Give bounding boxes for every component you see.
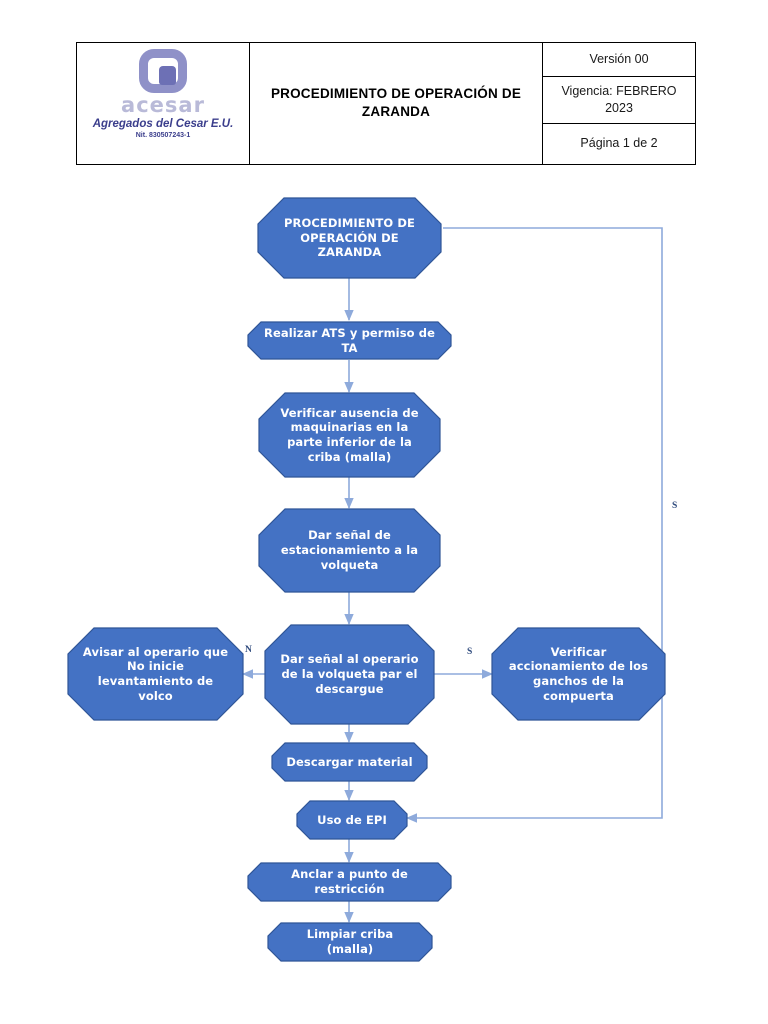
document-header-table: acesar Agregados del Cesar E.U. Nit. 830…	[76, 42, 696, 165]
logo-nit: Nit. 830507243-1	[135, 132, 191, 140]
edge-label-si-return: S	[672, 501, 678, 511]
logo-wordmark: acesar	[121, 93, 205, 118]
document-title-cell: PROCEDIMIENTO DE OPERACIÓN DE ZARANDA	[249, 42, 543, 165]
acesar-a-mark-icon	[135, 49, 191, 99]
edge-label-si-right: S	[467, 647, 473, 657]
node-verificar-ausencia-maquinarias[interactable]: Verificar ausencia de maquinarias en la …	[280, 405, 419, 464]
version-text: Versión 00	[589, 52, 649, 67]
node-dar-senal-estacionamiento-volqueta[interactable]: Dar señal de estacionamiento a la volque…	[280, 528, 419, 572]
document-title: PROCEDIMIENTO DE OPERACIÓN DE ZARANDA	[270, 86, 522, 120]
version-cell: Versión 00	[542, 42, 696, 77]
node-uso-de-epi[interactable]: Uso de EPI	[317, 812, 387, 827]
node-avisar-operario-no-inicie-levantamiento[interactable]: Avisar al operario que No inicie levanta…	[82, 644, 229, 703]
logo-cell: acesar Agregados del Cesar E.U. Nit. 830…	[76, 42, 250, 165]
node-descargar-material[interactable]: Descargar material	[286, 754, 413, 769]
connector-return-n1-n7	[406, 227, 663, 823]
validity-cell: Vigencia: FEBRERO 2023	[542, 76, 696, 124]
node-limpiar-criba-malla[interactable]: Limpiar criba (malla)	[306, 927, 394, 956]
page-cell: Página 1 de 2	[542, 122, 696, 165]
company-logo: acesar Agregados del Cesar E.U. Nit. 830…	[77, 44, 249, 162]
node-dar-senal-operario-volqueta-descargue[interactable]: Dar señal al operario de la volqueta par…	[280, 652, 419, 696]
page-number-text: Página 1 de 2	[580, 136, 658, 151]
node-realizar-ats-permiso-ta[interactable]: Realizar ATS y permiso de TA	[264, 325, 435, 355]
node-procedimiento-operacion-zaranda[interactable]: PROCEDIMIENTO DE OPERACIÓN DE ZARANDA	[283, 215, 415, 260]
edge-label-no: N	[245, 645, 252, 655]
node-verificar-accionamiento-ganchos-compuerta[interactable]: Verificar accionamiento de los ganchos d…	[508, 644, 649, 703]
validity-text: Vigencia: FEBRERO 2023	[561, 84, 677, 115]
logo-company-name: Agregados del Cesar E.U.	[92, 118, 234, 131]
node-anclar-punto-restriccion[interactable]: Anclar a punto de restricción	[291, 867, 408, 896]
